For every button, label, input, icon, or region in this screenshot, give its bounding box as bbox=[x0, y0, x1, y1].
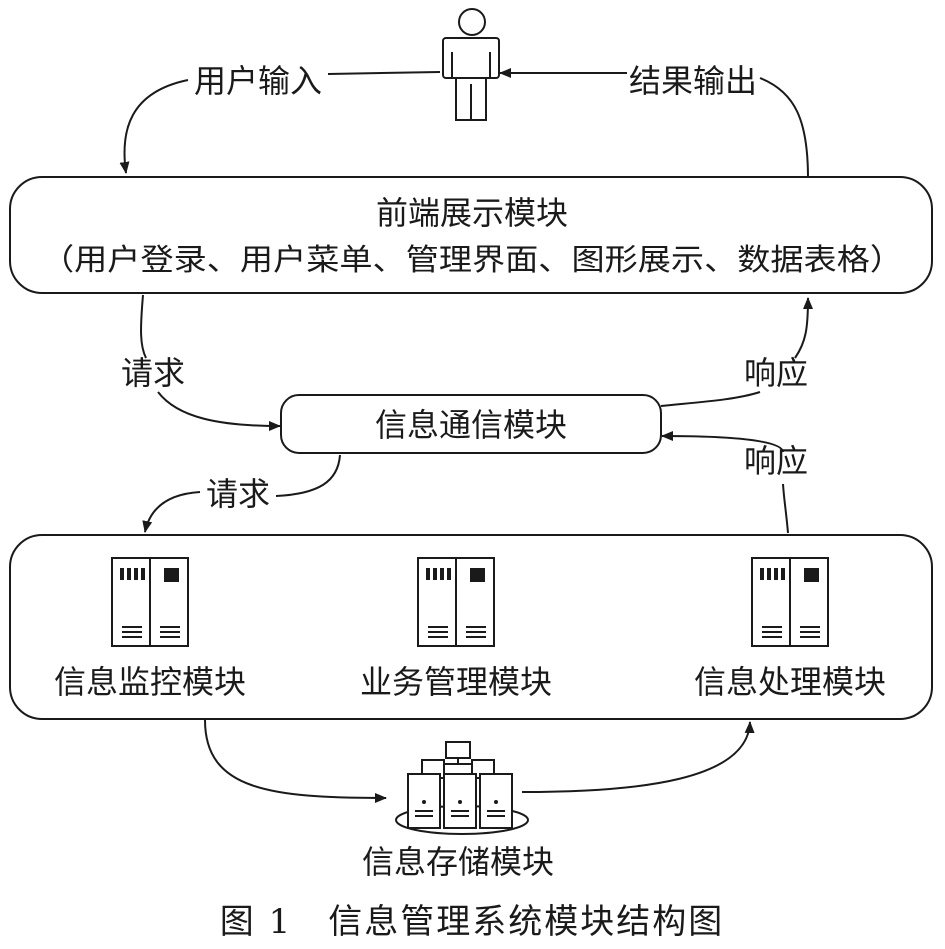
storage-to-processing-arrow bbox=[521, 721, 755, 793]
comm-module-title: 信息通信模块 bbox=[375, 406, 567, 444]
request-label-lower: 请求 bbox=[206, 475, 270, 513]
request-label-upper: 请求 bbox=[121, 354, 185, 392]
response-arrow-comm-to-frontend bbox=[660, 298, 808, 407]
info-processing-module-label: 信息处理模块 bbox=[694, 663, 886, 701]
person-icon bbox=[442, 8, 500, 121]
user-input-label: 用户输入 bbox=[194, 62, 322, 100]
monitor-to-storage-arrow bbox=[204, 719, 387, 803]
server-cabinet-icon bbox=[751, 557, 829, 647]
storage-cluster-icon bbox=[395, 741, 529, 835]
figure-caption: 图 1 信息管理系统模块结构图 bbox=[220, 902, 724, 942]
result-output-arrow bbox=[500, 73, 809, 179]
response-label-lower: 响应 bbox=[744, 442, 808, 480]
frontend-module-subtitle: （用户登录、用户菜单、管理界面、图形展示、数据表格） bbox=[41, 243, 903, 278]
server-cabinet-icon bbox=[417, 557, 495, 647]
frontend-module-title: 前端展示模块 bbox=[376, 194, 568, 232]
storage-module-label: 信息存储模块 bbox=[362, 843, 554, 881]
response-arrow-backend-to-comm bbox=[662, 436, 789, 534]
comm-module: 信息通信模块 bbox=[280, 394, 662, 454]
request-arrow-frontend-to-comm bbox=[140, 294, 280, 426]
backend-container: 信息监控模块 业务管理模块 信息处理模块 bbox=[9, 534, 933, 720]
info-monitor-module-label: 信息监控模块 bbox=[54, 663, 246, 701]
server-cabinet-icon bbox=[111, 557, 189, 647]
user-input-arrow bbox=[124, 71, 441, 173]
response-label-upper: 响应 bbox=[744, 354, 808, 392]
business-management-module-label: 业务管理模块 bbox=[360, 663, 552, 701]
result-output-label: 结果输出 bbox=[629, 62, 757, 100]
frontend-module: 前端展示模块 （用户登录、用户菜单、管理界面、图形展示、数据表格） bbox=[9, 176, 933, 294]
request-arrow-comm-to-backend bbox=[145, 454, 341, 532]
